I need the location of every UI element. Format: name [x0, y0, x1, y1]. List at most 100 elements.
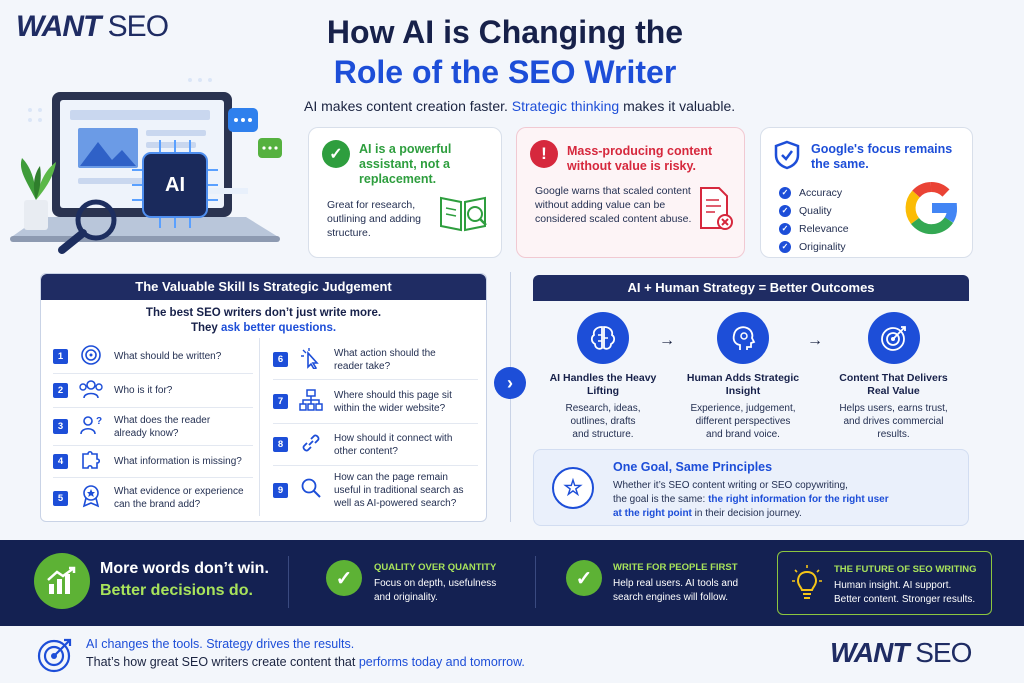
- lightbulb-icon: [792, 565, 822, 599]
- target-icon: [76, 344, 106, 370]
- google-focus-list: ✓Accuracy ✓Quality ✓Relevance ✓Originali…: [779, 184, 849, 256]
- skill-intro: The best SEO writers don’t just write mo…: [145, 307, 382, 334]
- summary-band: More words don’t win. Better decisions d…: [0, 540, 1024, 626]
- goal-title: One Goal, Same Principles: [613, 460, 773, 474]
- future-title: THE FUTURE OF SEO WRITING: [834, 564, 977, 575]
- band-headline-2: Better decisions do.: [100, 582, 253, 599]
- search-icon: [296, 477, 326, 503]
- users-icon: [76, 378, 106, 404]
- logo-seo: SEO: [107, 10, 169, 43]
- focus-item-accuracy: ✓Accuracy: [779, 184, 849, 202]
- book-search-icon: [440, 196, 487, 232]
- question-item: 3?What does the reader already know?: [53, 408, 253, 446]
- divider: [288, 556, 289, 608]
- outcome-step-human-text: Experience, judgement, different perspec…: [690, 403, 796, 440]
- user-question-icon: ?: [76, 414, 106, 440]
- check-icon: ✓: [322, 140, 350, 168]
- brand-logo-bottom: WANT SEO: [830, 637, 972, 669]
- skill-panel: The Valuable Skill Is Strategic Judgemen…: [40, 273, 487, 522]
- check-icon: ✓: [566, 560, 602, 596]
- focus-item-relevance: ✓Relevance: [779, 220, 849, 238]
- brand-logo-top: WANT SEO: [16, 10, 169, 44]
- outcome-step-ai-text: Research, ideas, outlines, drafts and st…: [565, 403, 641, 440]
- puzzle-icon: [76, 449, 106, 475]
- band-item-people-text: Help real users. AI tools and search eng…: [613, 578, 739, 603]
- cursor-icon: [296, 347, 326, 373]
- growth-chart-icon: [34, 553, 90, 609]
- card-ai-assistant-title: AI is a powerful assistant, not a replac…: [359, 142, 452, 186]
- check-icon: ✓: [779, 223, 791, 235]
- outcome-step-content-text: Helps users, earns trust, and drives com…: [839, 403, 948, 440]
- check-icon: ✓: [779, 205, 791, 217]
- head-icon: [717, 312, 769, 364]
- outcomes-header: AI + Human Strategy = Better Outcomes: [533, 275, 969, 301]
- brain-icon: [577, 312, 629, 364]
- outcome-step-content-title: Content That Delivers Real Value: [839, 372, 948, 397]
- badge-icon: [76, 484, 106, 512]
- outcome-step-content: Content That Delivers Real Value Helps u…: [831, 312, 956, 441]
- divider: [535, 556, 536, 608]
- check-icon: ✓: [779, 187, 791, 199]
- arrow-right-icon: →: [807, 332, 823, 349]
- logo-want: WANT: [830, 637, 909, 668]
- card-google-focus-title: Google's focus remains the same.: [811, 142, 953, 171]
- alert-icon: !: [530, 140, 558, 168]
- google-g-icon: [905, 182, 957, 235]
- outcomes-steps: AI Handles the Heavy Lifting Research, i…: [533, 312, 969, 442]
- footer-line-1: AI changes the tools. Strategy drives th…: [86, 637, 355, 651]
- arrow-right-icon: →: [659, 332, 675, 349]
- divider: [259, 338, 260, 516]
- band-headline-1: More words don’t win.: [100, 560, 269, 577]
- page-title-line2: Role of the SEO Writer: [333, 54, 677, 90]
- focus-item-quality: ✓Quality: [779, 202, 849, 220]
- card-ai-assistant-text: Great for research, outlining and adding…: [327, 199, 421, 239]
- outcome-step-ai: AI Handles the Heavy Lifting Research, i…: [543, 312, 663, 441]
- footer-line-2: That’s how great SEO writers create cont…: [86, 655, 525, 669]
- next-arrow-button[interactable]: ›: [494, 367, 526, 399]
- shield-check-icon: [774, 140, 800, 170]
- check-icon: ✓: [326, 560, 362, 596]
- logo-seo: SEO: [915, 637, 972, 668]
- band-item-quality-title: QUALITY OVER QUANTITY: [374, 562, 497, 573]
- future-box: THE FUTURE OF SEO WRITING Human insight.…: [777, 551, 992, 615]
- hero-illustration: AI: [10, 70, 295, 255]
- card-mass-content-text: Google warns that scaled content without…: [535, 185, 692, 225]
- card-mass-content-risk: ! Mass-producing content without value i…: [516, 127, 745, 258]
- check-icon: ✓: [779, 241, 791, 253]
- skill-panel-header: The Valuable Skill Is Strategic Judgemen…: [41, 274, 486, 300]
- outcome-step-ai-title: AI Handles the Heavy Lifting: [549, 372, 657, 397]
- svg-text:?: ?: [96, 416, 102, 427]
- card-google-focus: Google's focus remains the same. ✓Accura…: [760, 127, 973, 258]
- star-icon: ☆: [552, 467, 594, 509]
- page-title-line1: How AI is Changing the: [326, 14, 684, 50]
- future-text: Human insight. AI support. Better conten…: [834, 580, 976, 605]
- page-subtitle: AI makes content creation faster. Strate…: [304, 98, 736, 114]
- sitemap-icon: [296, 388, 326, 415]
- outcome-step-human: Human Adds Strategic Insight Experience,…: [683, 312, 803, 441]
- goal-text: Whether it’s SEO content writing or SEO …: [613, 480, 889, 519]
- ai-chip-label: AI: [165, 173, 185, 196]
- document-error-icon: [700, 187, 733, 230]
- focus-item-originality: ✓Originality: [779, 238, 849, 256]
- card-ai-assistant: ✓ AI is a powerful assistant, not a repl…: [308, 127, 502, 258]
- band-item-people-title: WRITE FOR PEOPLE FIRST: [613, 562, 738, 573]
- card-mass-content-title: Mass-producing content without value is …: [567, 144, 713, 173]
- target-icon: [867, 312, 920, 364]
- logo-want: WANT: [16, 10, 101, 43]
- footer: AI changes the tools. Strategy drives th…: [0, 626, 1024, 683]
- band-item-quality-text: Focus on depth, usefulness and originali…: [374, 578, 497, 603]
- target-arrow-icon: [37, 638, 72, 673]
- outcome-step-human-title: Human Adds Strategic Insight: [686, 372, 800, 397]
- goal-box: ☆ One Goal, Same Principles Whether it’s…: [533, 449, 969, 526]
- laptop-illustration: [10, 78, 282, 254]
